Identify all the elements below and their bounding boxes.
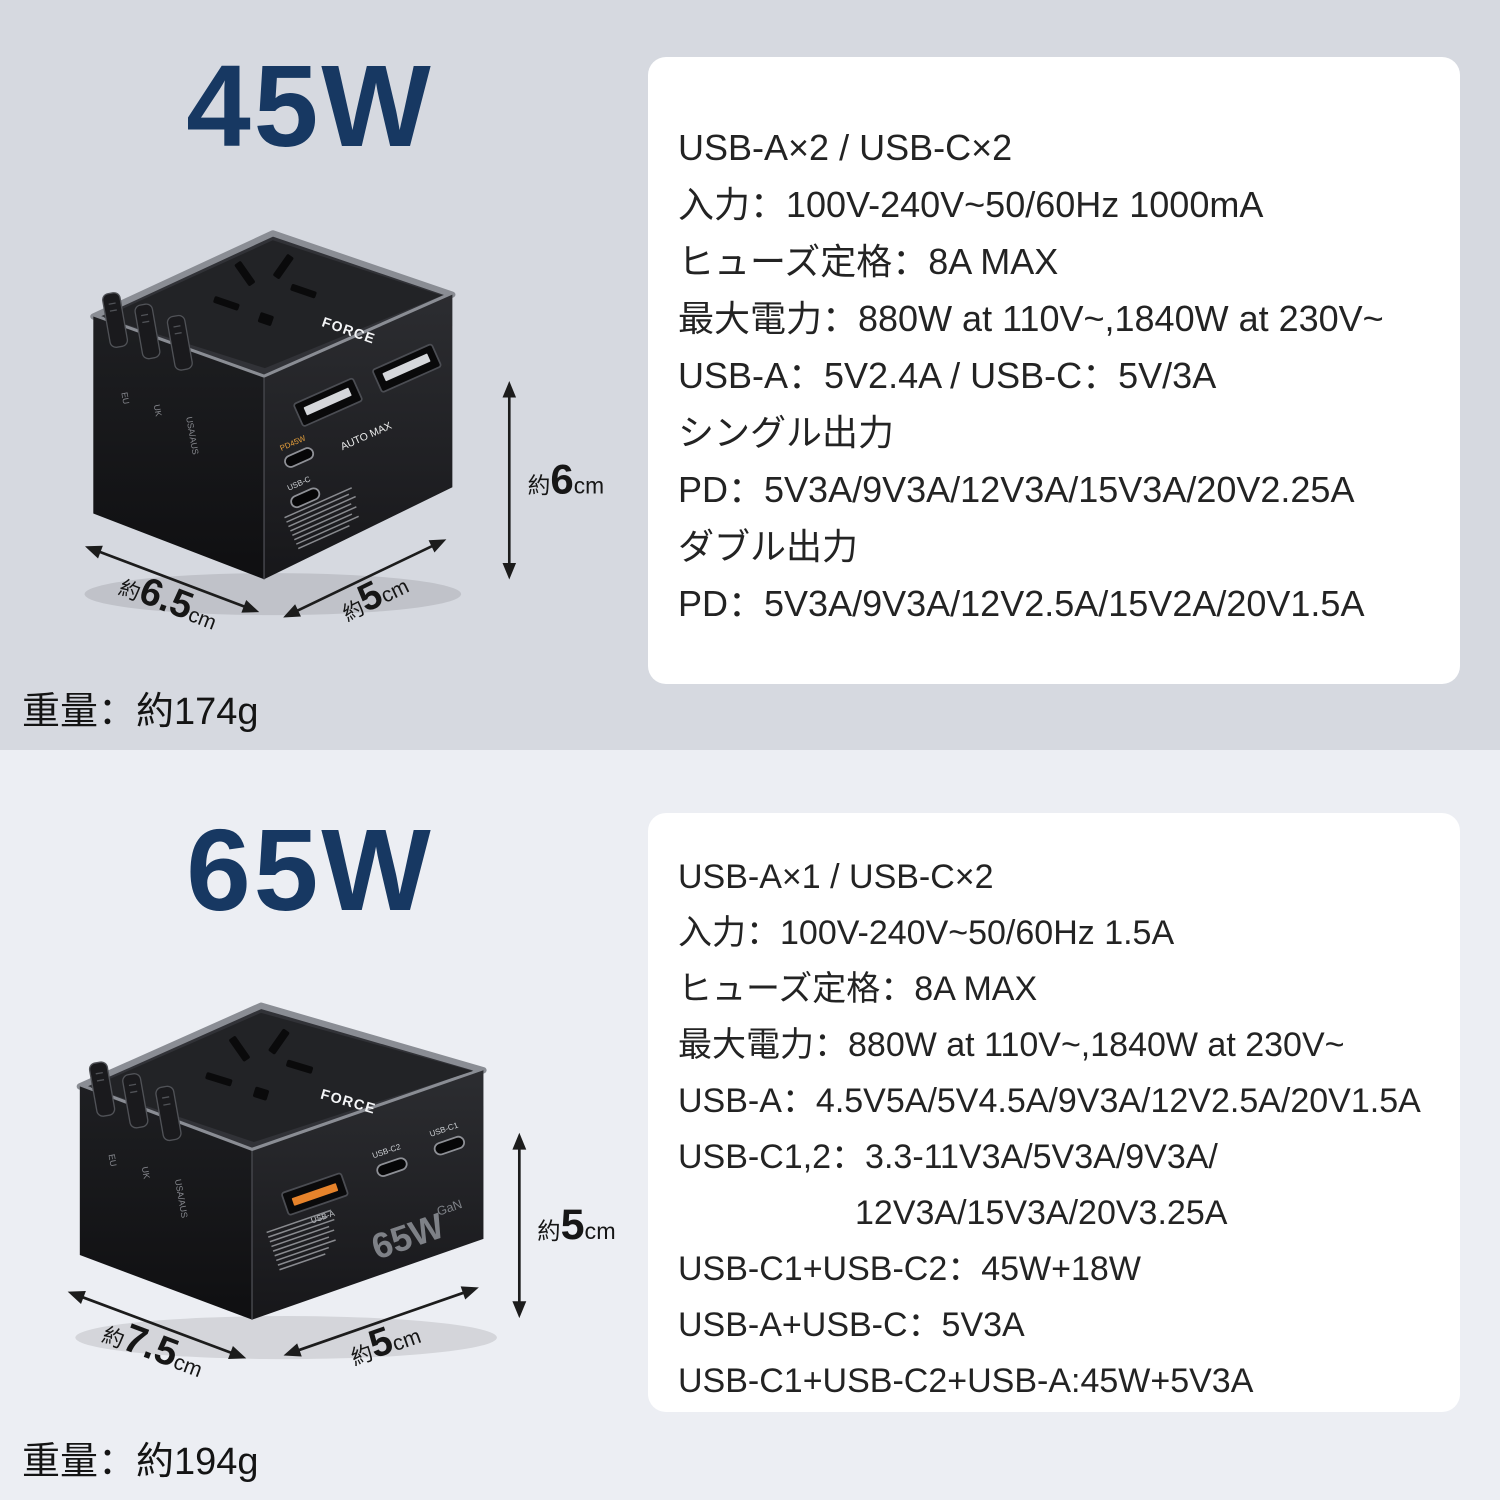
- adapter-top-inner: [90, 1012, 473, 1143]
- svg-text:EU: EU: [119, 391, 131, 405]
- svg-text:UK: UK: [152, 404, 164, 418]
- spec-line: USB-A：4.5V5A/5V4.5A/9V3A/12V2.5A/20V1.5A: [678, 1082, 1421, 1120]
- svg-text:EU: EU: [107, 1153, 119, 1167]
- spec-card-45w: USB-A×2 / USB-C×2 入力：100V-240V~50/60Hz 1…: [648, 57, 1460, 684]
- spec-line: USB-C1+USB-C2：45W+18W: [678, 1250, 1141, 1288]
- spec-line: PD：5V3A/9V3A/12V3A/15V3A/20V2.25A: [678, 469, 1355, 510]
- usb-a-port: [293, 377, 363, 427]
- section-65w: 65W: [0, 750, 1500, 1500]
- dimension-label-height: 約5cm: [537, 1201, 615, 1249]
- spec-line: 最大電力：880W at 110V~,1840W at 230V~: [678, 298, 1384, 339]
- dimension-arrow-width: [67, 1291, 247, 1360]
- fine-print: [266, 1209, 336, 1271]
- svg-text:UK: UK: [140, 1166, 152, 1180]
- product-photo-65w: FORCE EU: [67, 1002, 616, 1382]
- spec-card-65w: USB-A×1 / USB-C×2 入力：100V-240V~50/60Hz 1…: [648, 813, 1460, 1412]
- spec-line: 入力：100V-240V~50/60Hz 1000mA: [678, 184, 1264, 225]
- dimension-arrow-depth: [283, 1286, 479, 1357]
- section-45w: 45W: [22, 41, 1460, 733]
- spec-line: 最大電力：880W at 110V~,1840W at 230V~: [678, 1026, 1345, 1064]
- spec-line: ダブル出力: [678, 526, 859, 567]
- spec-line: USB-A：5V2.4A / USB-C：5V/3A: [678, 355, 1217, 396]
- spec-line: USB-A×1 / USB-C×2: [678, 858, 994, 896]
- spec-line: ヒューズ定格：8A MAX: [678, 970, 1038, 1008]
- spec-line: ヒューズ定格：8A MAX: [678, 241, 1059, 282]
- dimension-arrow-width: [85, 545, 260, 613]
- adapter-front-face: [252, 1070, 484, 1320]
- usb-a-port: [372, 343, 442, 393]
- adapter-body: [90, 230, 456, 580]
- plug-slider-tabs: [102, 292, 193, 371]
- wattage-title-45w: 45W: [186, 41, 434, 171]
- adapter-left-face: [79, 1086, 253, 1320]
- plug-slider-tabs: [88, 1061, 182, 1142]
- adapter-body: [76, 1002, 487, 1320]
- product-photo-45w: FORCE: [84, 230, 604, 635]
- spec-line: PD：5V3A/9V3A/12V2.5A/15V2A/20V1.5A: [678, 583, 1365, 624]
- plug-holes: [205, 1028, 314, 1101]
- weight-label-45w: 重量：約174g: [22, 691, 259, 733]
- dimension-arrow-height: [512, 1132, 527, 1319]
- spec-line: USB-C1+USB-C2+USB-A:45W+5V3A: [678, 1362, 1254, 1400]
- dimension-arrow-height: [502, 381, 517, 580]
- spec-line: USB-A×2 / USB-C×2: [678, 127, 1013, 168]
- wattage-title-65w: 65W: [186, 805, 434, 935]
- plug-holes: [213, 254, 317, 326]
- fine-print: [284, 487, 359, 550]
- dimension-arrow-depth: [283, 539, 447, 618]
- adapter-shadow: [84, 573, 462, 616]
- spec-line-continuation: 12V3A/15V3A/20V3.25A: [855, 1194, 1228, 1232]
- weight-label-65w: 重量：約194g: [22, 1441, 259, 1483]
- spec-line: USB-A+USB-C：5V3A: [678, 1306, 1025, 1344]
- adapter-left-face: [93, 316, 265, 580]
- dimension-label-height: 約6cm: [528, 455, 604, 502]
- adapter-top-inner: [103, 240, 442, 369]
- spec-line: 入力：100V-240V~50/60Hz 1.5A: [678, 914, 1175, 952]
- spec-line: シングル出力: [678, 412, 895, 453]
- spec-line: USB-C1,2：3.3-11V3A/5V3A/9V3A/: [678, 1138, 1218, 1176]
- adapter-shadow: [75, 1316, 497, 1360]
